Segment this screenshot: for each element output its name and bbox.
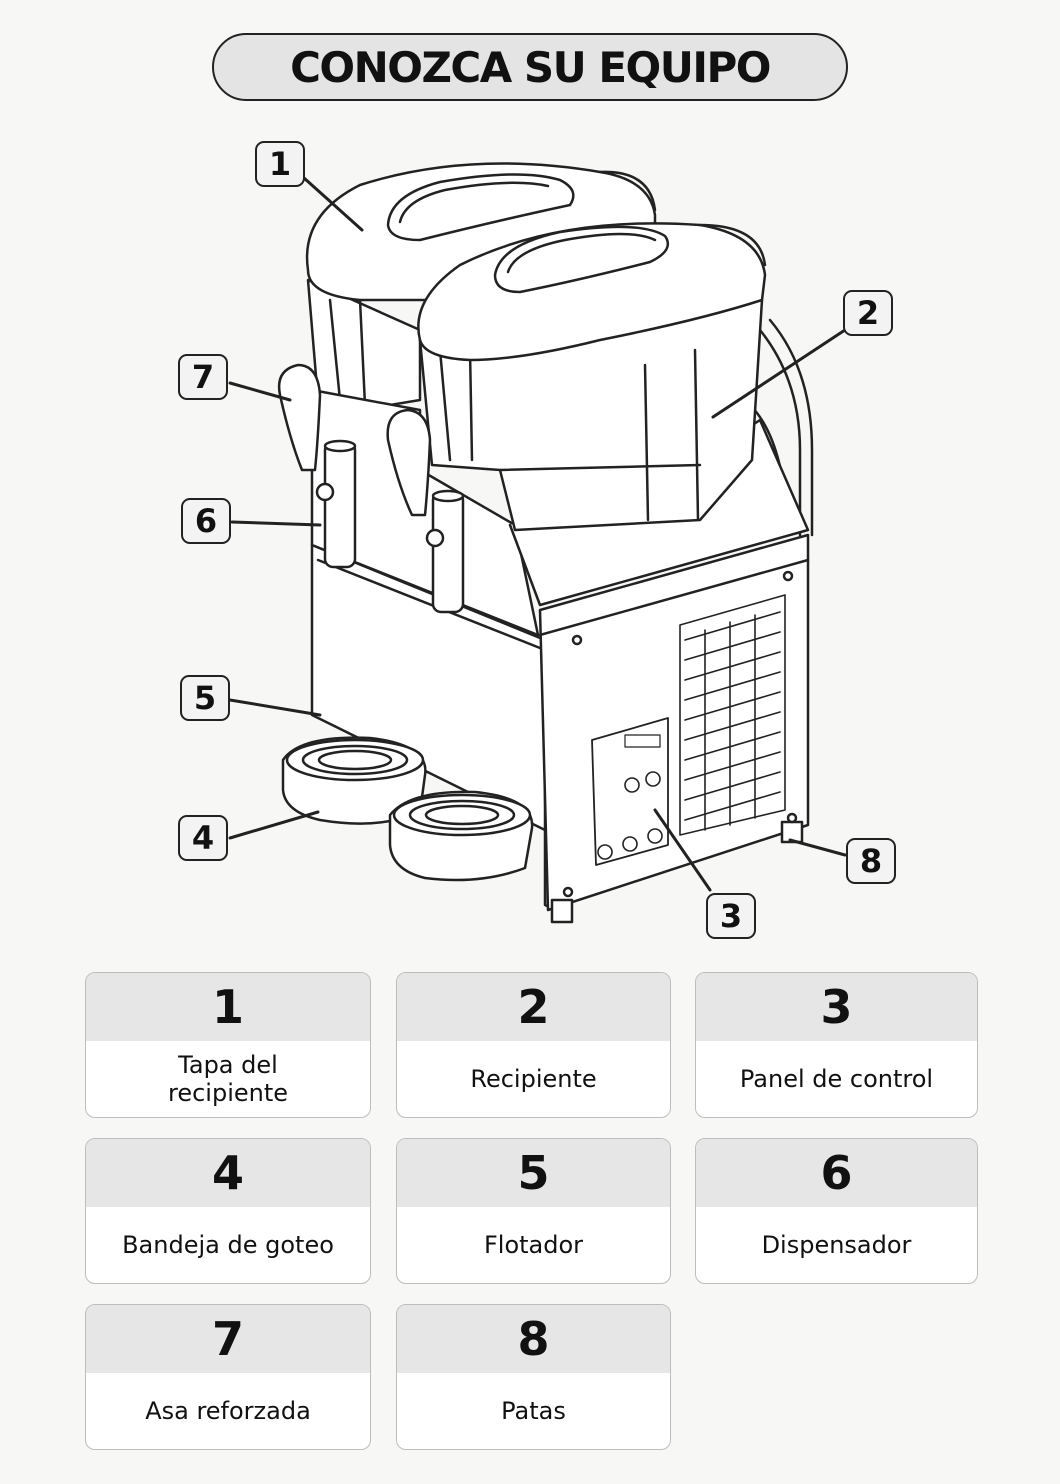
part-card-8: 8 Patas [396, 1304, 671, 1450]
part-card-4: 4 Bandeja de goteo [85, 1138, 371, 1284]
part-card-1: 1 Tapa del recipiente [85, 972, 371, 1118]
callout-5: 5 [180, 675, 230, 721]
part-number: 2 [397, 973, 670, 1041]
part-number: 4 [86, 1139, 370, 1207]
part-label: Recipiente [470, 1065, 597, 1093]
callout-8: 8 [846, 838, 896, 884]
part-card-6: 6 Dispensador [695, 1138, 978, 1284]
part-number: 7 [86, 1305, 370, 1373]
title-banner: CONOZCA SU EQUIPO [212, 33, 848, 101]
machine-illustration [228, 162, 847, 924]
part-label: Asa reforzada [145, 1397, 311, 1425]
part-label: Dispensador [761, 1231, 912, 1259]
part-label: Bandeja de goteo [122, 1231, 334, 1259]
part-label: Tapa del recipiente [167, 1051, 289, 1107]
part-number: 5 [397, 1139, 670, 1207]
callout-3: 3 [706, 893, 756, 939]
part-card-2: 2 Recipiente [396, 972, 671, 1118]
part-number: 1 [86, 973, 370, 1041]
page-title: CONOZCA SU EQUIPO [290, 42, 771, 92]
part-label: Patas [501, 1397, 566, 1425]
callout-4: 4 [178, 815, 228, 861]
callout-2: 2 [843, 290, 893, 336]
part-number: 8 [397, 1305, 670, 1373]
callout-6: 6 [181, 498, 231, 544]
part-card-3: 3 Panel de control [695, 972, 978, 1118]
callout-7: 7 [178, 354, 228, 400]
part-card-5: 5 Flotador [396, 1138, 671, 1284]
part-number: 3 [696, 973, 977, 1041]
part-label: Flotador [483, 1231, 584, 1259]
callout-1: 1 [255, 141, 305, 187]
part-label: Panel de control [739, 1065, 934, 1093]
part-number: 6 [696, 1139, 977, 1207]
part-card-7: 7 Asa reforzada [85, 1304, 371, 1450]
